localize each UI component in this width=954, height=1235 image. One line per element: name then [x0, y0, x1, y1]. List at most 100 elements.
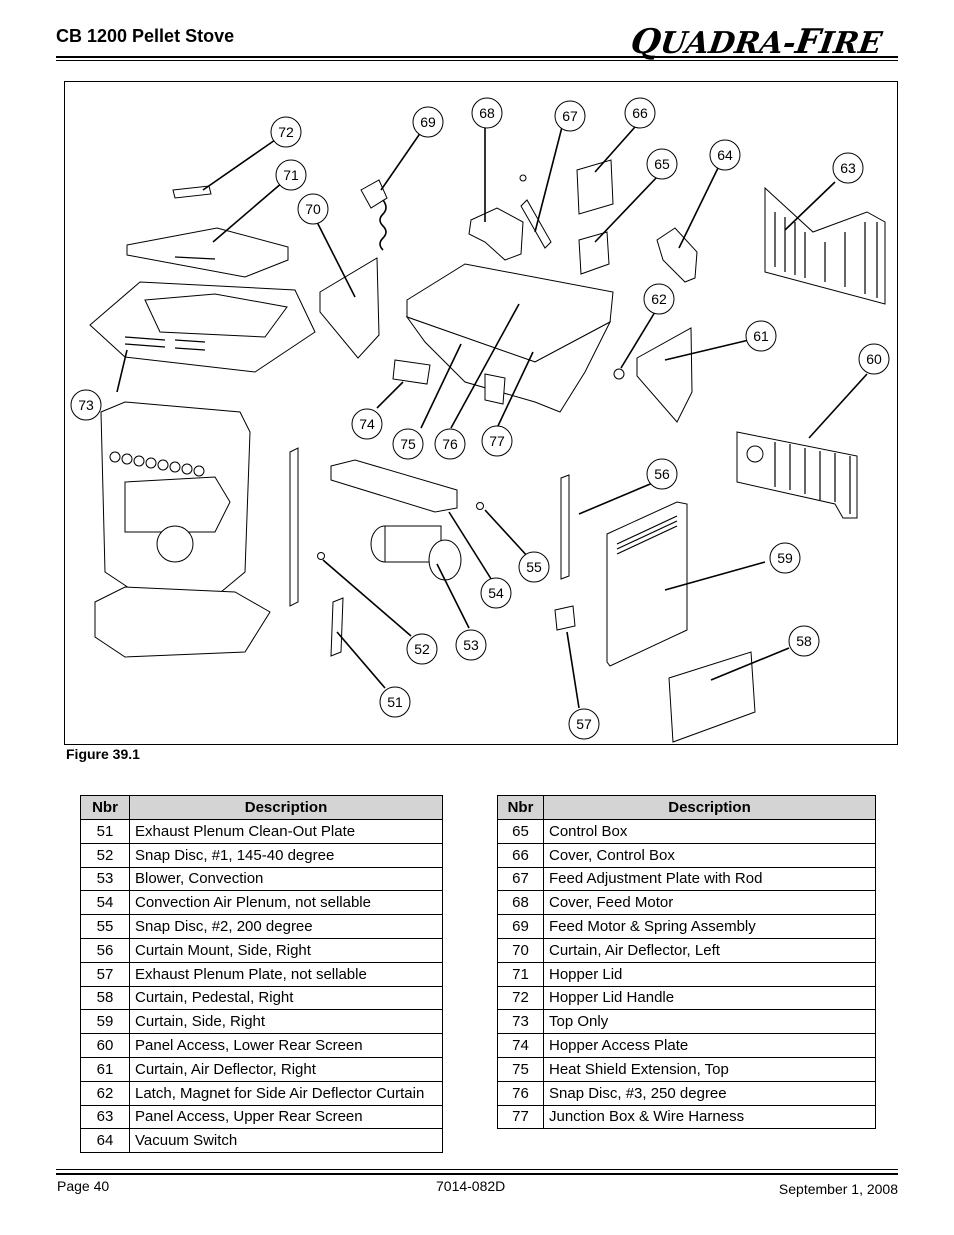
page-number: Page 40 — [57, 1178, 110, 1194]
part-number: 76 — [497, 1080, 544, 1106]
svg-text:64: 64 — [717, 147, 733, 163]
callout-72: 72 — [270, 116, 302, 148]
part-curtain-pedestal-right — [668, 651, 756, 743]
part-description: Cover, Feed Motor — [543, 890, 876, 916]
part-description: Snap Disc, #1, 145-40 degree — [129, 842, 443, 868]
callout-59: 59 — [769, 542, 801, 574]
part-snap-disc-1 — [317, 552, 325, 560]
part-number: 55 — [80, 914, 130, 939]
part-description: Cover, Control Box — [543, 842, 876, 868]
part-description: Heat Shield Extension, Top — [543, 1056, 876, 1082]
callout-55: 55 — [518, 551, 550, 583]
part-description: Hopper Access Plate — [543, 1033, 876, 1058]
part-control-box-cover — [576, 159, 614, 215]
svg-text:58: 58 — [796, 633, 812, 649]
part-number: 54 — [80, 890, 130, 916]
svg-text:52: 52 — [414, 641, 430, 657]
part-number: 71 — [497, 961, 544, 987]
callout-61: 61 — [745, 320, 777, 352]
part-number: 73 — [497, 1009, 544, 1035]
callout-66: 66 — [624, 97, 656, 129]
callout-53: 53 — [455, 629, 487, 661]
table-header-row: Nbr Description — [80, 795, 443, 820]
svg-text:57: 57 — [576, 716, 592, 732]
part-number: 52 — [80, 842, 130, 868]
part-snap-disc-2 — [476, 502, 484, 510]
part-description: Feed Motor & Spring Assembly — [543, 914, 876, 939]
part-number: 69 — [497, 914, 544, 939]
part-number: 59 — [80, 1009, 130, 1035]
part-exhaust-plenum-plate — [554, 605, 576, 631]
part-description: Exhaust Plenum Clean-Out Plate — [129, 819, 443, 844]
part-number: 64 — [80, 1128, 130, 1154]
column-header-nbr: Nbr — [80, 795, 130, 820]
svg-text:75: 75 — [400, 436, 416, 452]
svg-text:72: 72 — [278, 124, 294, 140]
part-feed-adjustment-plate — [519, 174, 552, 249]
part-description: Blower, Convection — [129, 866, 443, 892]
part-hopper-lid-handle — [172, 185, 212, 199]
callout-54: 54 — [480, 577, 512, 609]
part-convection-air-plenum — [330, 459, 458, 513]
part-lower-rear-screen — [736, 431, 858, 519]
part-number: 66 — [497, 842, 544, 868]
part-description: Curtain Mount, Side, Right — [129, 937, 443, 963]
part-curtain-mount — [560, 474, 570, 580]
part-description: Junction Box & Wire Harness — [543, 1104, 876, 1130]
svg-text:59: 59 — [777, 550, 793, 566]
part-number: 62 — [80, 1080, 130, 1106]
callout-76: 76 — [434, 428, 466, 460]
svg-text:69: 69 — [420, 114, 436, 130]
table-header-row: Nbr Description — [497, 795, 876, 820]
part-number: 67 — [497, 866, 544, 892]
part-latch-magnet — [613, 368, 625, 380]
part-curtain-air-deflector-right — [636, 327, 693, 423]
part-curtain-side-right — [606, 501, 688, 667]
callout-77: 77 — [481, 425, 513, 457]
callout-57: 57 — [568, 708, 600, 740]
svg-text:68: 68 — [479, 105, 495, 121]
part-hopper-assembly — [405, 263, 614, 413]
svg-text:74: 74 — [359, 416, 375, 432]
part-feed-motor-cover — [468, 207, 524, 261]
part-vacuum-switch — [656, 227, 698, 283]
figure-caption: Figure 39.1 — [66, 746, 140, 762]
callout-68: 68 — [471, 97, 503, 129]
part-curtain-air-deflector-left — [319, 257, 380, 359]
part-top — [89, 281, 316, 373]
part-exhaust-plenum-cleanout-plate — [330, 597, 344, 657]
part-feed-motor — [360, 179, 388, 251]
part-number: 57 — [80, 961, 130, 987]
part-number: 60 — [80, 1033, 130, 1058]
part-description: Panel Access, Lower Rear Screen — [129, 1033, 443, 1058]
callout-64: 64 — [709, 139, 741, 171]
part-hopper-access-plate — [392, 359, 431, 385]
part-number: 63 — [80, 1104, 130, 1130]
part-description: Control Box — [543, 819, 876, 844]
part-description: Curtain, Pedestal, Right — [129, 985, 443, 1011]
callout-63: 63 — [832, 152, 864, 184]
part-description: Snap Disc, #3, 250 degree — [543, 1080, 876, 1106]
header-rule-thin — [56, 60, 898, 61]
footer-rule — [56, 1173, 898, 1175]
callout-67: 67 — [554, 100, 586, 132]
part-number: 51 — [80, 819, 130, 844]
part-number: 77 — [497, 1104, 544, 1130]
